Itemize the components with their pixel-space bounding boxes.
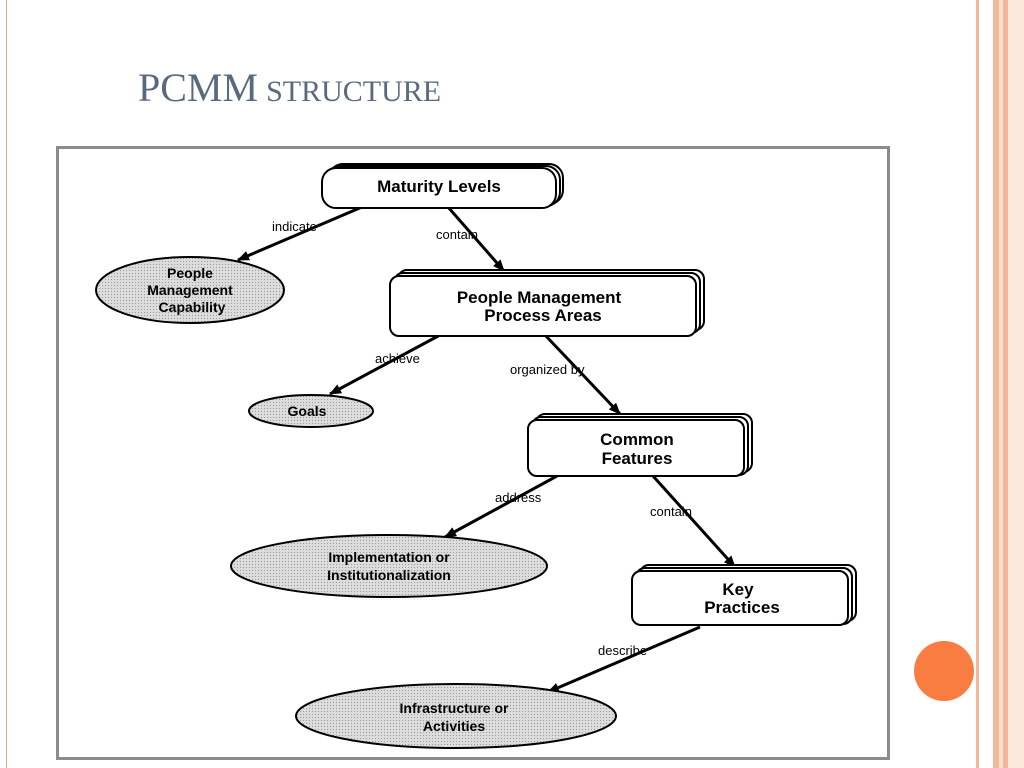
node-label-infra-activities-line2: Activities [423,718,485,734]
node-label-common-features-line2: Features [602,449,673,468]
node-goals: Goals [248,394,374,428]
node-label-common-features-line1: Common [600,430,674,449]
accent-circle [914,641,974,701]
slide-left-border [0,0,7,768]
node-label-key-practices-line2: Practices [704,598,780,617]
diagram-frame: indicate contain achieve organized by ad… [56,146,890,760]
concept-diagram: indicate contain achieve organized by ad… [95,163,857,749]
node-people-management-capability: People Management Capability [95,256,285,324]
edge-achieve: achieve [329,333,441,396]
edge-contain-2: contain [650,474,737,569]
node-label-impl-inst-line1: Implementation or [328,549,450,565]
edge-label-address: address [495,490,542,505]
edge-label-contain-1: contain [436,227,478,242]
node-implementation-institutionalization: Implementation or Institutionalization [230,534,548,598]
node-label-pm-capability-line2: Management [147,282,233,298]
edge-label-contain-2: contain [650,504,692,519]
title-rest: STRUCTURE [266,75,442,108]
node-label-infra-activities-line1: Infrastructure or [400,700,509,716]
edge-label-achieve: achieve [375,351,420,366]
node-label-pm-process-areas-line1: People Management [457,288,622,307]
edge-label-describe: describe [598,643,647,658]
title-main: PCMM [138,65,259,110]
node-label-impl-inst-line2: Institutionalization [327,567,451,583]
edge-label-organized-by: organized by [510,362,585,377]
edge-label-indicate: indicate [272,219,317,234]
edge-address: address [444,474,558,539]
edge-describe: describe [547,625,701,694]
node-label-pm-capability-line3: Capability [159,299,226,315]
node-infrastructure-activities: Infrastructure or Activities [295,683,617,749]
node-label-goals: Goals [288,403,327,419]
slide-title: PCMM STRUCTURE [138,68,441,108]
node-common-features: Common Features [527,413,753,477]
node-maturity-levels: Maturity Levels [321,163,564,209]
slide-right-border [976,0,1024,768]
node-label-pm-process-areas-line2: Process Areas [484,306,602,325]
node-people-management-process-areas: People Management Process Areas [389,269,705,337]
edge-indicate: indicate [237,205,363,262]
edge-organized-by: organized by [510,333,622,416]
node-label-maturity-levels: Maturity Levels [377,177,501,196]
edge-contain-1: contain [436,206,506,272]
node-label-pm-capability-line1: People [167,265,213,281]
node-label-key-practices-line1: Key [722,580,754,599]
node-key-practices: Key Practices [631,564,857,626]
